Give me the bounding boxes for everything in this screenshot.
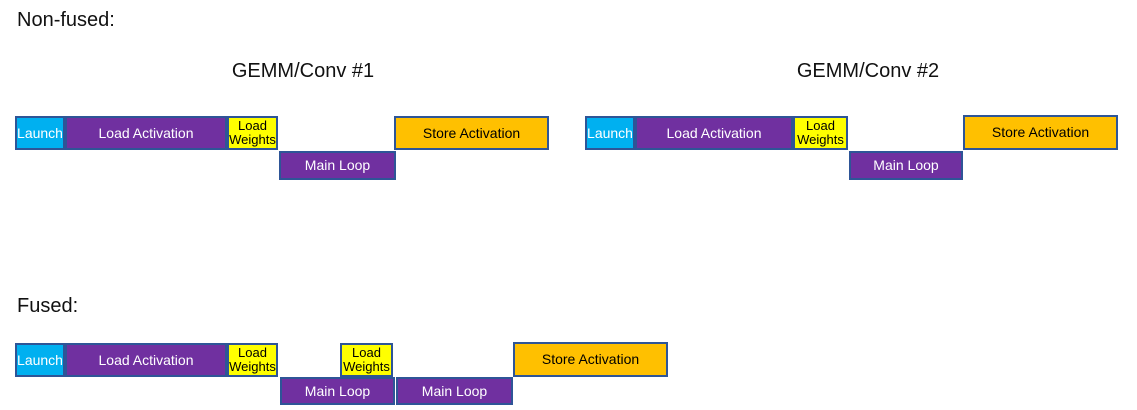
non-fused-section-label: Non-fused:: [17, 9, 115, 31]
block-store-activation: Store Activation: [513, 342, 668, 377]
block-main-loop: Main Loop: [849, 151, 963, 180]
block-store-activation: Store Activation: [963, 115, 1118, 150]
gemm-conv-2-title: GEMM/Conv #2: [796, 60, 940, 82]
block-load-activation: Load Activation: [65, 116, 227, 150]
block-load-weights: Load Weights: [227, 343, 278, 377]
block-load-weights: Load Weights: [793, 116, 848, 150]
block-load-weights: Load Weights: [227, 116, 278, 150]
block-main-loop: Main Loop: [280, 377, 395, 405]
block-load-activation: Load Activation: [65, 343, 227, 377]
block-launch: Launch: [15, 116, 65, 150]
block-load-weights: Load Weights: [340, 343, 393, 377]
block-load-activation: Load Activation: [635, 116, 793, 150]
block-main-loop: Main Loop: [396, 377, 513, 405]
block-launch: Launch: [585, 116, 635, 150]
block-main-loop: Main Loop: [279, 151, 396, 180]
block-launch: Launch: [15, 343, 65, 377]
fused-section-label: Fused:: [17, 295, 79, 317]
gemm-conv-1-title: GEMM/Conv #1: [231, 60, 375, 82]
block-store-activation: Store Activation: [394, 116, 549, 150]
